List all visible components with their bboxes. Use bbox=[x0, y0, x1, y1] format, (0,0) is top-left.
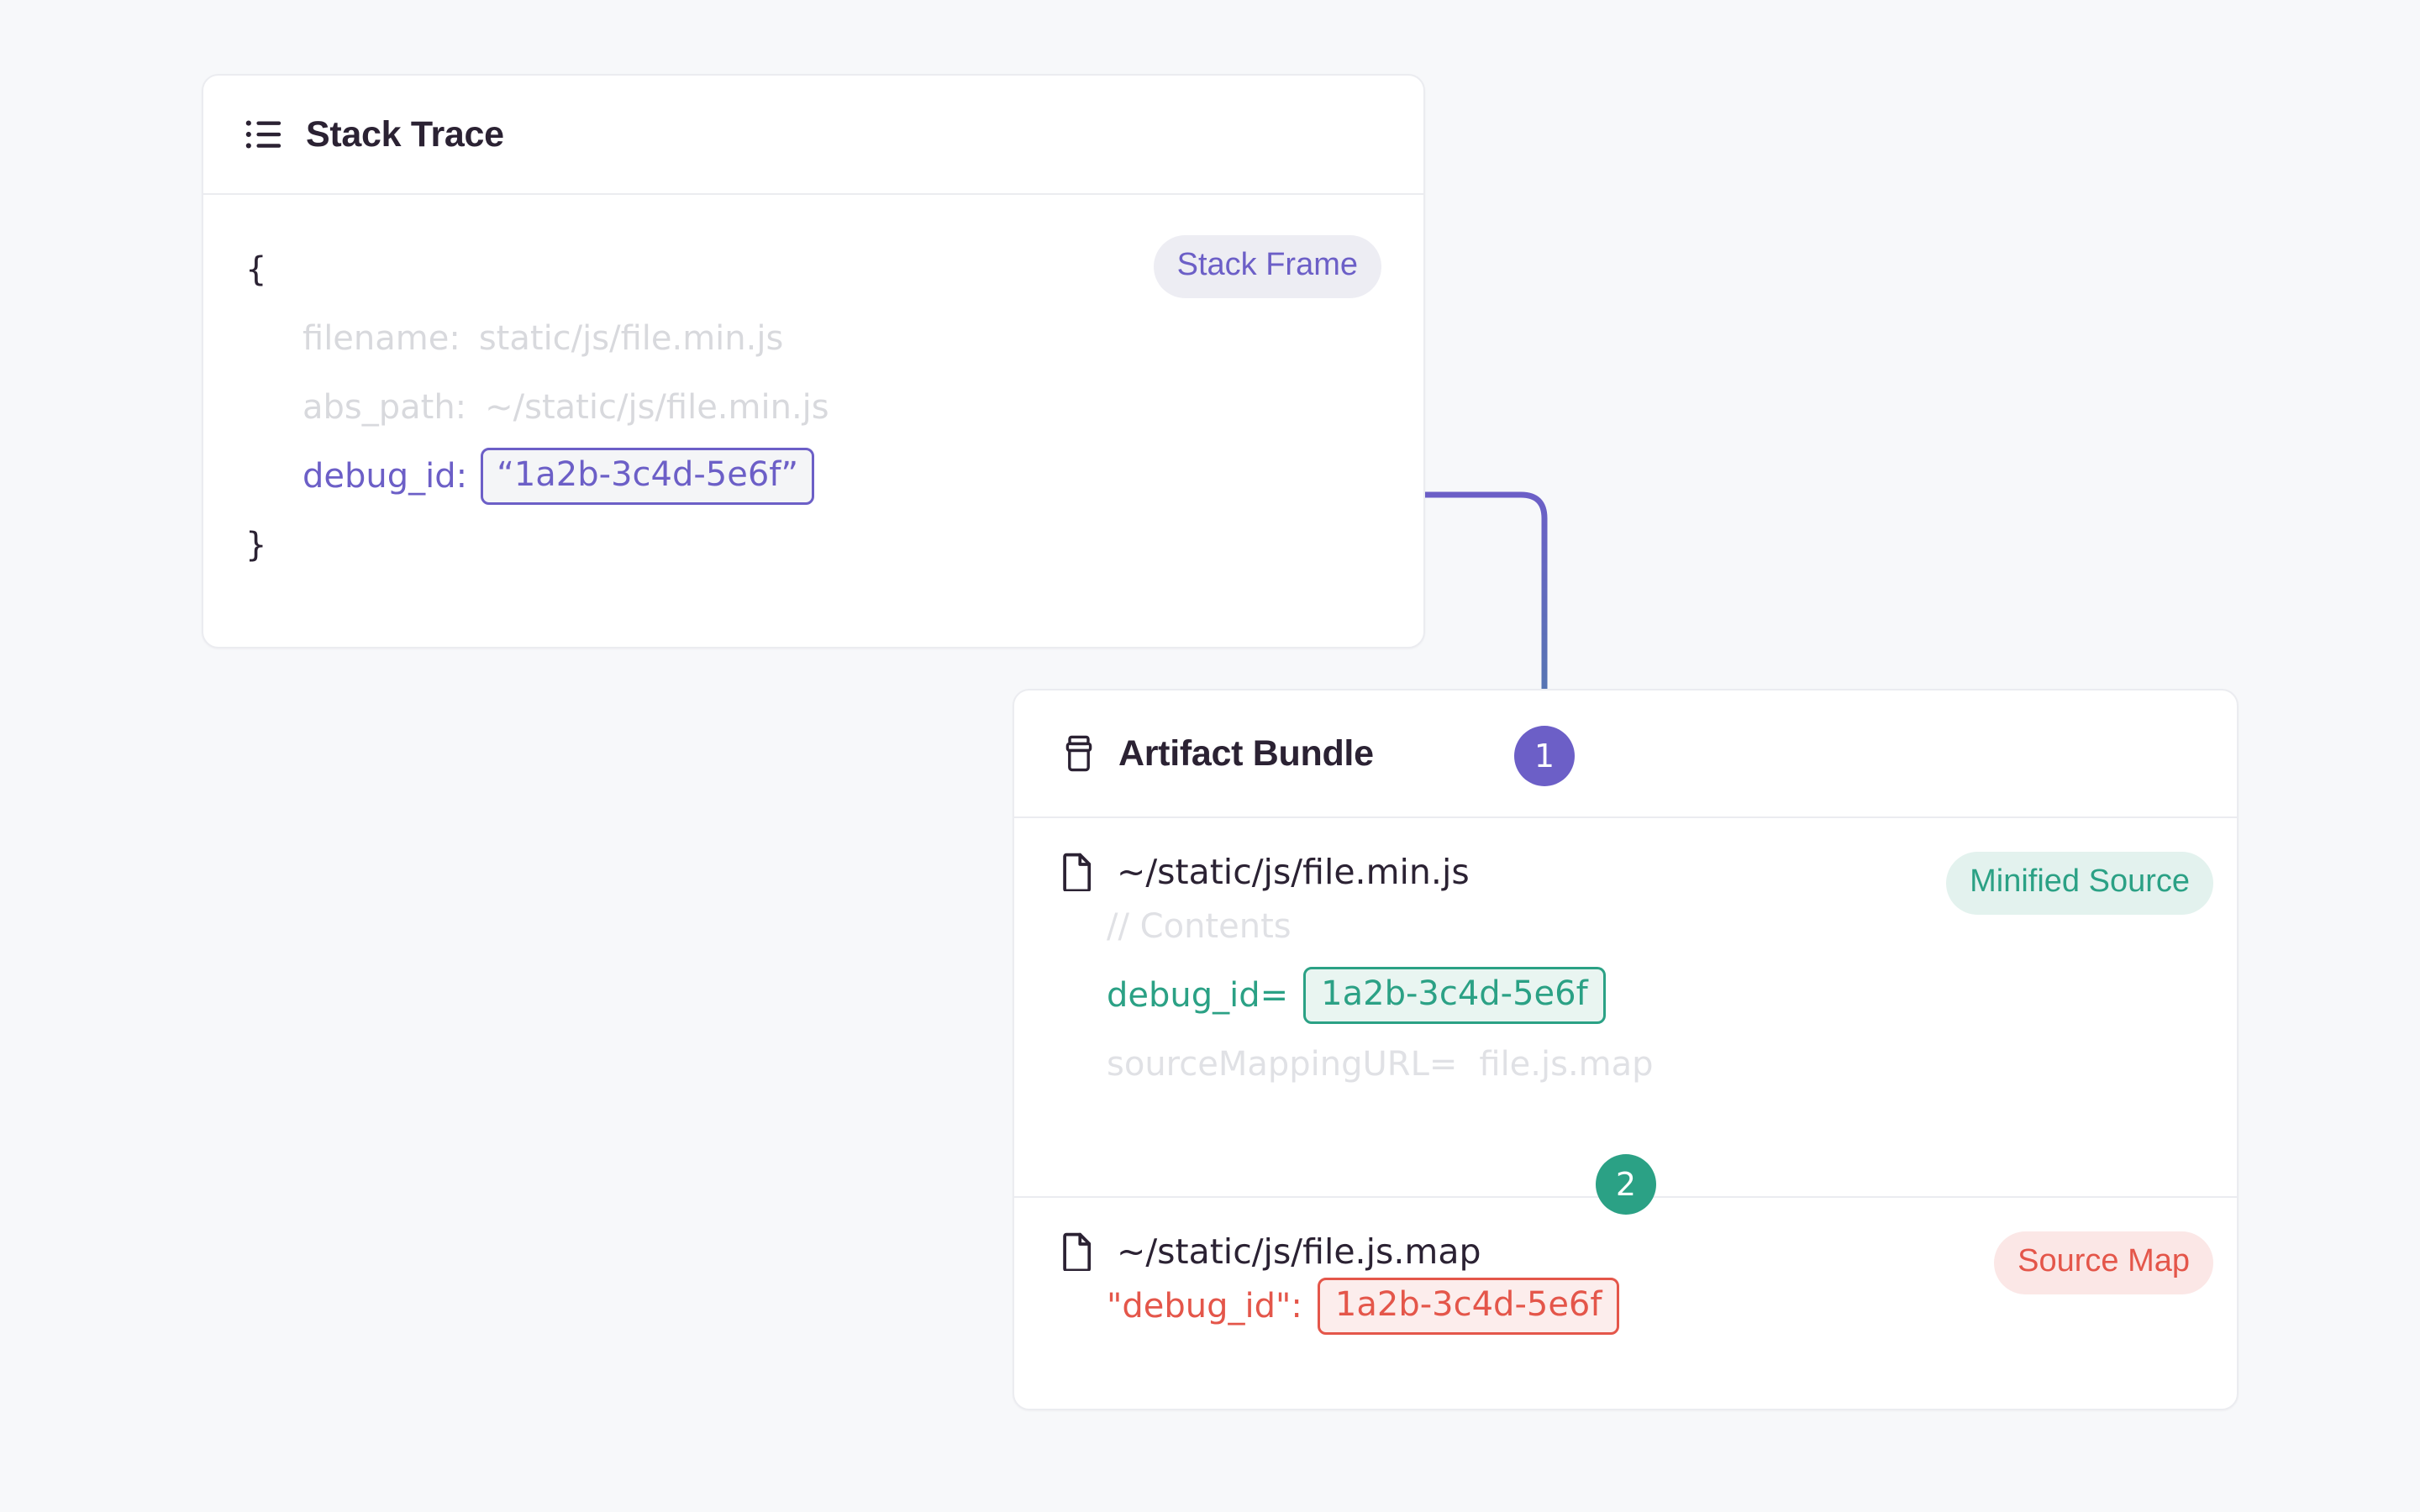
source-map-badge: Source Map bbox=[1994, 1231, 2213, 1294]
artifact-bundle-card: Artifact Bundle Minified Source ~/static… bbox=[1013, 689, 2238, 1410]
file-icon bbox=[1061, 1232, 1093, 1271]
source-mapping-url-value: file.js.map bbox=[1479, 1045, 1654, 1084]
stack-trace-card: Stack Trace Stack Frame { filename: stat… bbox=[202, 74, 1425, 648]
minified-file-path: ~/static/js/file.min.js bbox=[1117, 852, 1470, 892]
field-debug-id: debug_id: “1a2b-3c4d-5e6f” bbox=[245, 442, 1381, 511]
source-mapping-url-key: sourceMappingURL= bbox=[1107, 1045, 1458, 1084]
open-brace: { bbox=[245, 250, 267, 289]
sourcemap-debug-id-chip[interactable]: 1a2b-3c4d-5e6f bbox=[1317, 1278, 1620, 1335]
field-filename: filename: static/js/file.min.js bbox=[245, 304, 1381, 373]
file-icon bbox=[1061, 853, 1093, 891]
field-filename-value: static/js/file.min.js bbox=[478, 319, 784, 358]
sourcemap-file-path: ~/static/js/file.js.map bbox=[1117, 1231, 1481, 1272]
minified-source-badge: Minified Source bbox=[1946, 852, 2213, 915]
stack-trace-debug-id-chip[interactable]: “1a2b-3c4d-5e6f” bbox=[481, 448, 815, 505]
step-marker-2: 2 bbox=[1596, 1154, 1656, 1215]
stack-trace-body: Stack Frame { filename: static/js/file.m… bbox=[203, 195, 1423, 643]
sourcemap-debug-id-line: "debug_id": 1a2b-3c4d-5e6f bbox=[1061, 1272, 2190, 1341]
bundle-row-minified: Minified Source ~/static/js/file.min.js … bbox=[1014, 818, 2237, 1196]
contents-comment-text: // Contents bbox=[1107, 907, 1292, 946]
stack-trace-title: Stack Trace bbox=[306, 113, 504, 155]
field-filename-key: filename: bbox=[302, 319, 460, 358]
stack-frame-badge: Stack Frame bbox=[1153, 235, 1381, 298]
sourcemap-file-head: ~/static/js/file.js.map bbox=[1061, 1231, 2190, 1272]
artifact-bundle-header: Artifact Bundle bbox=[1014, 690, 2237, 818]
minified-debug-id-line: debug_id= 1a2b-3c4d-5e6f bbox=[1061, 961, 2190, 1030]
minified-debug-id-key: debug_id= bbox=[1107, 976, 1289, 1015]
minified-debug-id-chip[interactable]: 1a2b-3c4d-5e6f bbox=[1303, 967, 1606, 1024]
package-icon bbox=[1061, 735, 1097, 772]
bundle-row-sourcemap: Source Map ~/static/js/file.js.map "debu… bbox=[1014, 1196, 2237, 1407]
field-abs-path-value: ~/static/js/file.min.js bbox=[485, 388, 829, 427]
source-mapping-url-line: sourceMappingURL= file.js.map bbox=[1061, 1030, 2190, 1099]
field-debug-id-key: debug_id: bbox=[302, 457, 468, 496]
list-icon bbox=[245, 118, 284, 151]
field-abs-path: abs_path: ~/static/js/file.min.js bbox=[245, 373, 1381, 442]
stack-trace-header: Stack Trace bbox=[203, 76, 1423, 195]
step-marker-1: 1 bbox=[1514, 726, 1575, 786]
artifact-bundle-title: Artifact Bundle bbox=[1118, 732, 1374, 774]
field-abs-path-key: abs_path: bbox=[302, 388, 467, 427]
close-brace: } bbox=[245, 526, 267, 564]
sourcemap-debug-id-key: "debug_id": bbox=[1107, 1287, 1302, 1326]
